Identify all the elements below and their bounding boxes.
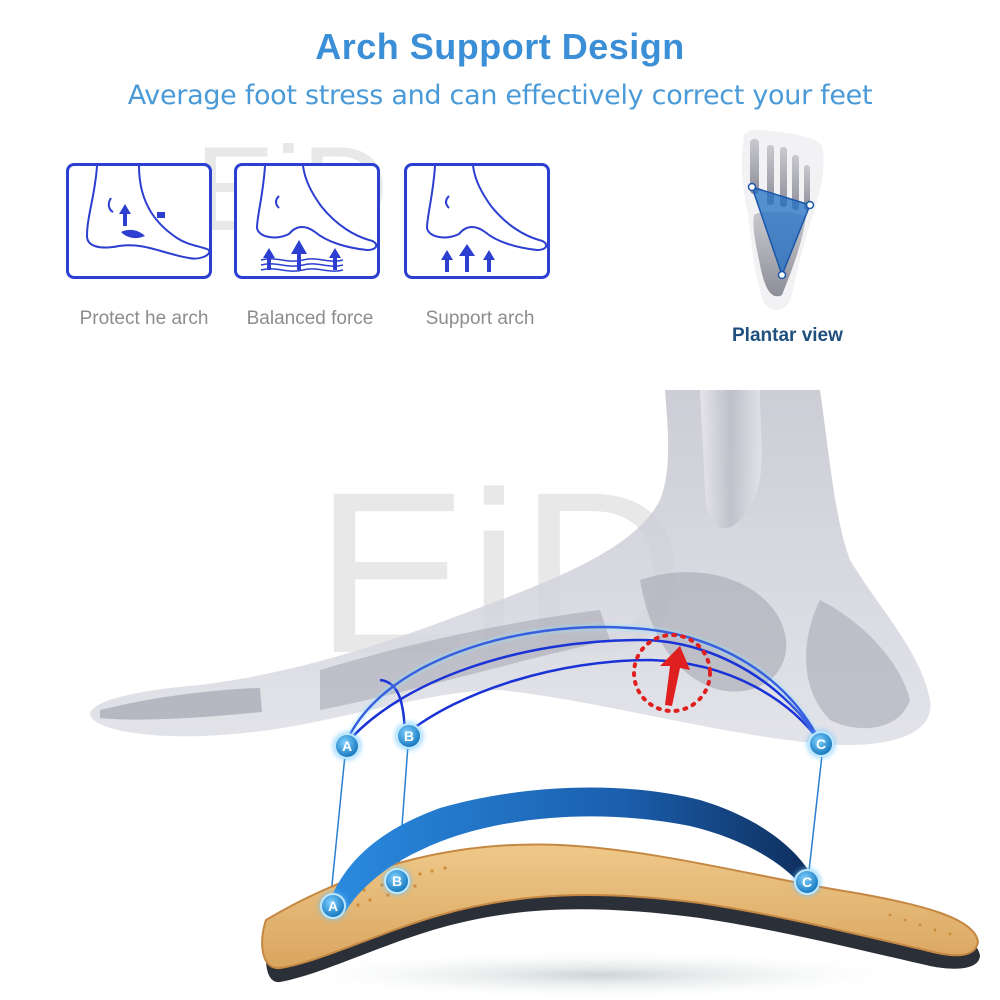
- panel-label-protect-arch: Protect he arch: [79, 308, 209, 329]
- panel-protect-arch: [66, 163, 212, 279]
- panel-support-arch: [404, 163, 550, 279]
- page-title: Arch Support Design: [315, 26, 685, 67]
- arch-diagram: [90, 390, 980, 1000]
- plantar-view-label: Plantar view: [732, 325, 843, 346]
- foot-point-a: A: [334, 733, 360, 759]
- foot-support-arch-icon: [425, 166, 548, 272]
- pressure-arrow-icon: [660, 646, 690, 706]
- foot-skeleton-plantar-icon: [741, 129, 824, 310]
- arch-support-shell: [328, 787, 815, 912]
- page-subtitle: Average foot stress and can effectively …: [127, 80, 873, 111]
- foot-balanced-force-icon: [255, 166, 378, 272]
- foot-point-c: C: [808, 731, 834, 757]
- leather-insole: [261, 843, 980, 970]
- foot-skeleton-side-view: [90, 390, 931, 745]
- panel-label-support-arch: Support arch: [425, 308, 535, 329]
- insole-shadow: [270, 950, 930, 1000]
- insole-point-b: B: [384, 868, 410, 894]
- panel-label-balanced-force: Balanced force: [246, 308, 374, 329]
- foot-point-b: B: [396, 723, 422, 749]
- panel-balanced-force: [234, 163, 380, 279]
- foot-arch-protect-icon: [85, 166, 211, 260]
- insole-point-a: A: [320, 893, 346, 919]
- insole-point-c: C: [794, 869, 820, 895]
